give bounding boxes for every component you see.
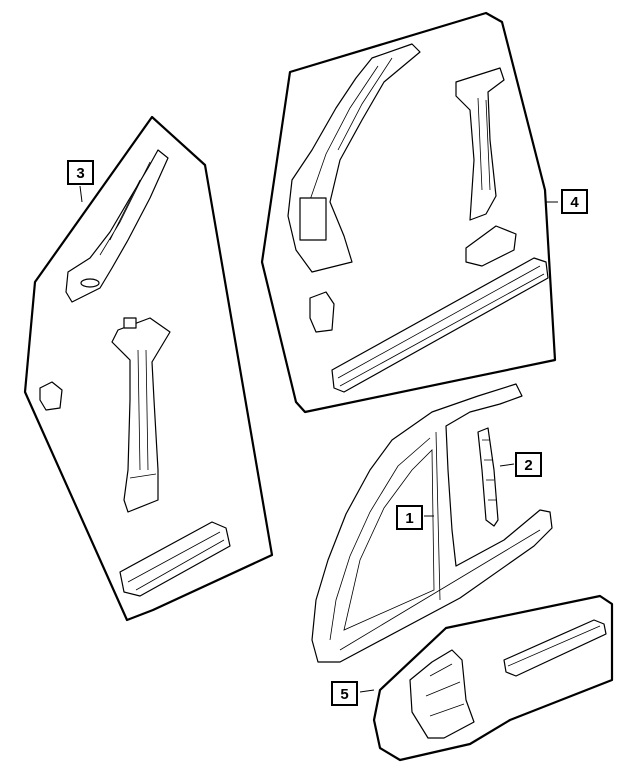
sill-rail-part	[503, 619, 607, 677]
callout-3-label: 3	[76, 165, 84, 182]
b-pillar-inner-part	[111, 317, 171, 513]
rocker-bracket-part	[465, 225, 517, 267]
rocker-sill-part	[331, 257, 549, 393]
group-5-assembly	[372, 594, 614, 762]
callout-2-label: 2	[524, 457, 532, 474]
weatherstrip-assembly	[477, 427, 515, 527]
callout-1-label: 1	[405, 510, 413, 527]
pillar-base-part	[409, 649, 475, 739]
group-4-outline	[260, 11, 557, 414]
callout-4: 4	[561, 189, 588, 214]
callout-3: 3	[67, 160, 94, 185]
body-side-aperture-panel	[311, 383, 553, 663]
callout-4-label: 4	[570, 194, 579, 211]
body-side-main-assembly	[311, 383, 553, 663]
rocker-reinforcement-part	[119, 521, 231, 597]
callout-1: 1	[396, 505, 423, 530]
callout-5-label: 5	[340, 686, 348, 703]
group-3-assembly	[23, 115, 274, 622]
callout-5: 5	[331, 681, 358, 706]
group-5-outline	[372, 594, 614, 762]
small-bracket-part	[39, 381, 63, 411]
group-3-outline	[23, 115, 274, 622]
bracket-part	[309, 291, 335, 333]
group-4-assembly	[260, 11, 557, 414]
callout-2: 2	[515, 452, 542, 477]
weatherstrip-part	[477, 427, 499, 527]
